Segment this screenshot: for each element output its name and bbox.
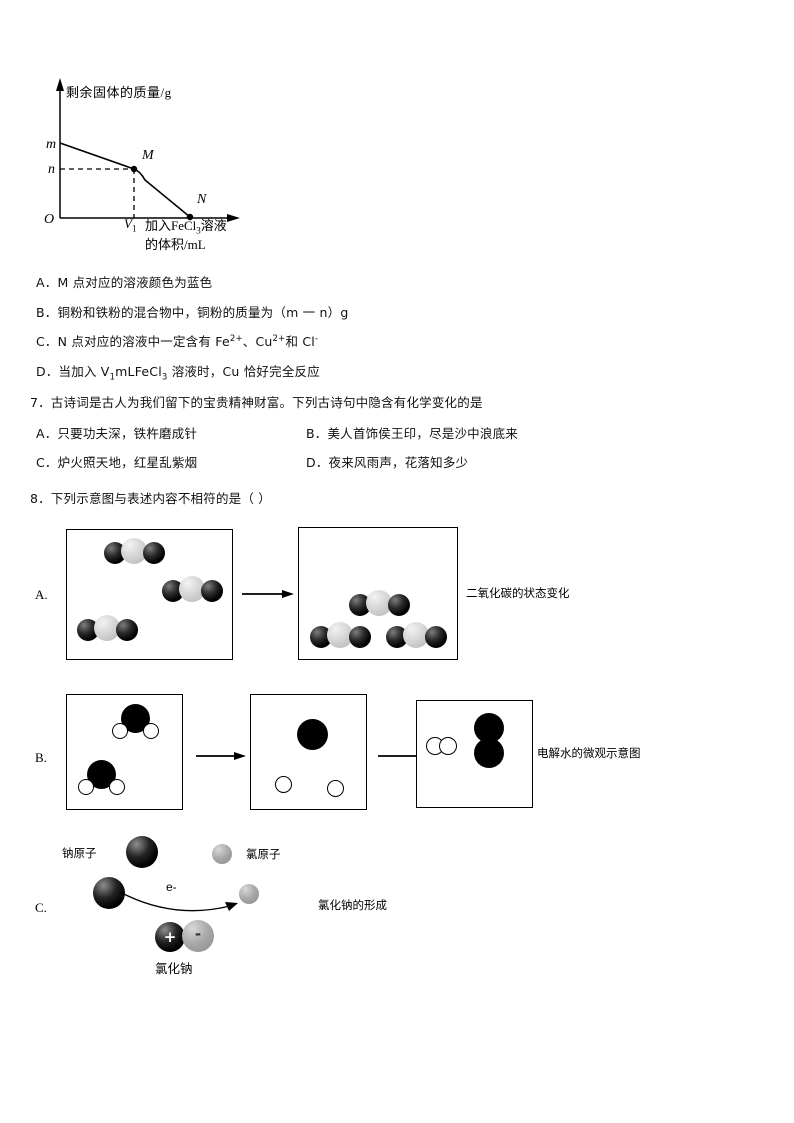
hydrogen-atom xyxy=(327,780,344,797)
oxygen-atom xyxy=(386,626,408,648)
carbon-atom xyxy=(327,622,353,648)
q8-c-legend-sodium-label: 钠原子 xyxy=(62,846,97,860)
q8-option-c-label: C. xyxy=(35,900,47,915)
q8-b-arrow-1-icon xyxy=(196,752,246,760)
q8-c-legend-chlorine-label: 氯原子 xyxy=(246,847,281,861)
q6-option-b-text: 铜粉和铁粉的混合物中，铜粉的质量为（m 一 n）g xyxy=(57,305,349,320)
chlorine-atom xyxy=(239,884,259,904)
x-axis-subscript: 3 xyxy=(196,225,201,236)
chart-y-axis-title: 剩余固体的质量/g xyxy=(66,85,172,100)
hydrogen-atom xyxy=(109,779,125,795)
sodium-atom xyxy=(93,877,125,909)
chart-remaining-solid-mass: 剩余固体的质量/g 加入FeCl3溶液 的体积/mL m n O M N V1 xyxy=(42,70,342,260)
q6-option-c: C．N 点对应的溶液中一定含有 Fe2+、Cu2+和 Cl- xyxy=(36,331,318,350)
oxygen-atom xyxy=(116,619,138,641)
carbon-atom xyxy=(121,538,147,564)
q8-stem: 8．下列示意图与表述内容不相符的是（ ） xyxy=(30,491,271,506)
x-axis-title-line2: 的体积/mL xyxy=(145,236,206,252)
q7-option-b-text: 美人首饰侯王印，尽是沙中浪底来 xyxy=(327,426,518,441)
hydrogen-atom xyxy=(112,723,128,739)
q8-b-panel-3 xyxy=(416,700,533,808)
q8-b-caption: 电解水的微观示意图 xyxy=(537,746,641,760)
oxygen-atom xyxy=(77,619,99,641)
hydrogen-atom xyxy=(78,779,94,795)
hydrogen-atom xyxy=(439,737,457,755)
sodium-ion-charge-sign: + xyxy=(163,928,177,946)
oxygen-atom xyxy=(349,594,371,616)
oxygen-atom xyxy=(474,738,504,768)
oxygen-atom xyxy=(297,719,328,750)
q8-option-b-label: B. xyxy=(35,750,47,765)
q8-a-panel-left xyxy=(66,529,233,660)
q7-option-b: B．美人首饰侯王印，尽是沙中浪底来 xyxy=(306,423,518,442)
q7-option-b-label: B． xyxy=(306,426,328,441)
q7-option-c: C．炉火照天地，红星乱紫烟 xyxy=(36,452,197,471)
carbon-atom xyxy=(94,615,120,641)
carbon-atom xyxy=(366,590,392,616)
q6-option-d: D．当加入 V1mLFeCl3 溶液时，Cu 恰好完全反应 xyxy=(36,361,320,383)
q6-option-d-label: D． xyxy=(36,364,59,379)
chloride-ion xyxy=(182,920,214,952)
hydrogen-atom xyxy=(275,776,292,793)
q6-option-b-label: B． xyxy=(36,305,58,320)
chloride-ion-charge-sign: - xyxy=(194,925,202,943)
oxygen-atom xyxy=(388,594,410,616)
q6-option-a: A．M 点对应的溶液颜色为蓝色 xyxy=(36,272,212,291)
hydrogen-atom xyxy=(143,723,159,739)
oxygen-atom xyxy=(310,626,332,648)
q6-option-c-text: N 点对应的溶液中一定含有 Fe2+、Cu2+和 Cl- xyxy=(57,333,319,349)
q6-option-d-text: 当加入 V1mLFeCl3 溶液时，Cu 恰好完全反应 xyxy=(58,364,320,383)
chart-point-label-n: N xyxy=(197,192,207,207)
q7-option-a-text: 只要功夫深，铁杵磨成针 xyxy=(57,426,198,441)
q7-option-c-label: C． xyxy=(36,455,58,470)
x-axis-title-line1: 加入FeCl3溶液 xyxy=(145,218,227,236)
chart-xtick-v1: V1 xyxy=(124,216,137,234)
q8-a-arrow-icon xyxy=(242,590,294,598)
oxygen-atom xyxy=(143,542,165,564)
oxygen-atom xyxy=(201,580,223,602)
sodium-ion xyxy=(155,922,185,952)
q7-option-c-text: 炉火照天地，红星乱紫烟 xyxy=(57,455,198,470)
q6-option-c-label: C． xyxy=(36,334,58,349)
q7-option-d-label: D． xyxy=(306,455,329,470)
q8-b-panel-1 xyxy=(66,694,183,810)
q7-option-d-text: 夜来风雨声，花落知多少 xyxy=(328,455,469,470)
q7-option-a-label: A． xyxy=(36,426,58,441)
oxygen-atom xyxy=(104,542,126,564)
chart-ytick-n: n xyxy=(48,162,55,177)
q8-option-a-label: A. xyxy=(35,587,48,602)
carbon-atom xyxy=(403,622,429,648)
carbon-atom xyxy=(179,576,205,602)
q8-c-compound-label: 氯化钠 xyxy=(155,961,193,976)
sodium-atom xyxy=(126,836,158,868)
oxygen-atom xyxy=(349,626,371,648)
chart-point-label-m: M xyxy=(142,148,154,163)
q7-option-d: D．夜来风雨声，花落知多少 xyxy=(306,452,468,471)
chlorine-atom xyxy=(212,844,232,864)
q6-option-a-text: M 点对应的溶液颜色为蓝色 xyxy=(57,275,213,290)
chart-ytick-m: m xyxy=(46,137,57,152)
chart-origin-label: O xyxy=(44,212,55,227)
q8-a-panel-right xyxy=(298,527,458,660)
electron-transfer-arrow-icon xyxy=(119,891,238,912)
q8-b-panel-2 xyxy=(250,694,367,810)
chart-x-axis-title: 加入FeCl3溶液 的体积/mL xyxy=(145,218,227,253)
oxygen-atom xyxy=(162,580,184,602)
oxygen-atom xyxy=(425,626,447,648)
q7-option-a: A．只要功夫深，铁杵磨成针 xyxy=(36,423,197,442)
q6-option-b: B．铜粉和铁粉的混合物中，铜粉的质量为（m 一 n）g xyxy=(36,302,348,321)
q6-option-a-label: A． xyxy=(36,275,58,290)
q8-c-electron-label: e- xyxy=(166,880,177,894)
q8-c-caption: 氯化钠的形成 xyxy=(318,898,387,912)
q7-stem: 7．古诗词是古人为我们留下的宝贵精神财富。下列古诗句中隐含有化学变化的是 xyxy=(30,395,483,410)
chart-svg xyxy=(56,78,240,222)
q8-a-caption: 二氧化碳的状态变化 xyxy=(466,586,570,600)
